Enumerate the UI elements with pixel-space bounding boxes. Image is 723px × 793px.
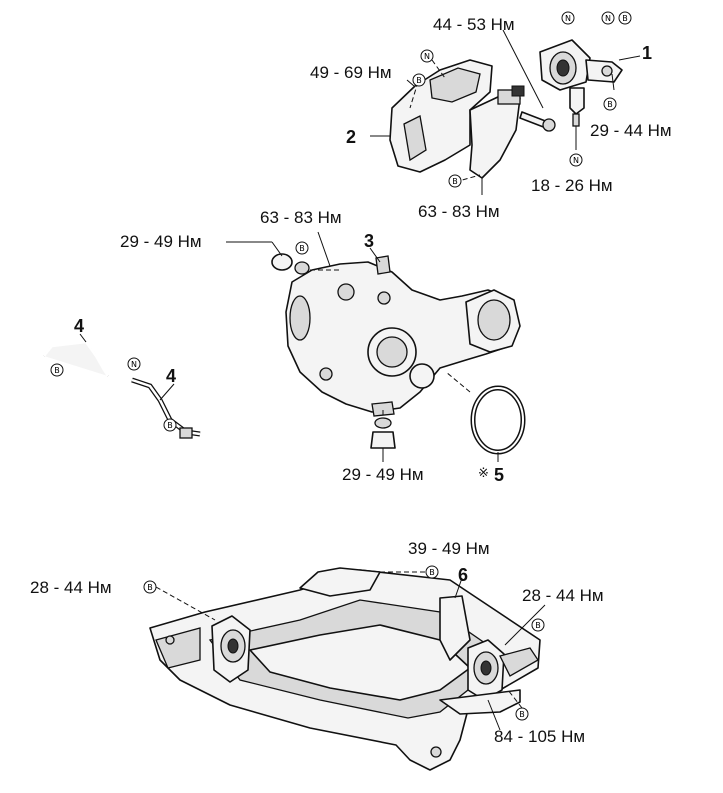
torque-label-29-44: 29 - 44 Нм [590, 121, 672, 140]
badge-b-top-right: B [618, 11, 632, 25]
badge-b-text: B [535, 621, 541, 630]
torque-label-29-49-fill: 29 - 49 Нм [120, 232, 202, 251]
badge-b-mount-lower: B [603, 97, 617, 111]
badge-b-bracket-bottom: B [448, 174, 462, 188]
torque-label-28-44-right: 28 - 44 Нм [522, 586, 604, 605]
badge-b-text: B [607, 100, 613, 109]
front-subframe [149, 567, 541, 771]
torque-label-39-49: 39 - 49 Нм [408, 539, 490, 558]
badge-b-text: B [54, 366, 60, 375]
engine-mount-bushing [539, 39, 623, 150]
badge-b-tube-right: B [163, 418, 177, 432]
part-number-5: 5 [494, 465, 505, 485]
badge-b-text: B [299, 244, 305, 253]
badge-b-subframe-left: B [143, 580, 157, 594]
badge-b-text: B [147, 583, 153, 592]
badge-b-subframe-center: B [425, 565, 439, 579]
torque-label-44-53: 44 - 53 Нм [433, 15, 515, 34]
badge-n-text: N [565, 14, 571, 23]
part-number-4-right: 4 [166, 366, 177, 386]
transaxle-assembly [271, 253, 521, 449]
badge-b-text: B [452, 177, 458, 186]
badge-n-top-left: N [561, 11, 575, 25]
badge-n-mount-bottom: N [569, 153, 583, 167]
badge-b-text: B [416, 76, 422, 85]
breather-tube-left [43, 340, 110, 377]
torque-label-63-83-bracket: 63 - 83 Нм [418, 202, 500, 221]
badge-b-subframe-right: B [531, 618, 545, 632]
badge-n-tube-right: N [127, 357, 141, 371]
part-number-3: 3 [364, 231, 375, 251]
badge-n-text: N [573, 156, 579, 165]
torque-label-63-83-transaxle: 63 - 83 Нм [260, 208, 342, 227]
torque-label-18-26: 18 - 26 Нм [531, 176, 613, 195]
badge-n-text: N [131, 360, 137, 369]
badge-b-fill-plug: B [295, 241, 309, 255]
badge-n-bracket-top: N [420, 49, 434, 63]
torque-label-49-69: 49 - 69 Нм [310, 63, 392, 82]
leader-lines [79, 29, 641, 731]
badge-n-top-right: N [601, 11, 615, 25]
badge-b-tube-left: B [50, 363, 64, 377]
torque-label-29-49-drain: 29 - 49 Нм [342, 465, 424, 484]
badge-b-bracket-left: B [412, 73, 426, 87]
part-number-4-left: 4 [74, 316, 85, 336]
torque-label-84-105: 84 - 105 Нм [494, 727, 586, 746]
badge-n-text: N [605, 14, 611, 23]
badge-b-text: B [167, 421, 173, 430]
asterisk-symbol: ※ [478, 465, 489, 480]
badge-n-text: N [424, 52, 430, 61]
part-number-1: 1 [642, 43, 653, 63]
badge-b-text: B [519, 710, 525, 719]
badge-b-subframe-bottom: B [515, 707, 529, 721]
badge-b-text: B [622, 14, 628, 23]
torque-label-28-44-left: 28 - 44 Нм [30, 578, 112, 597]
transmission-mount-bracket [389, 59, 556, 183]
breather-tube-right [131, 377, 201, 439]
part-number-2: 2 [346, 127, 357, 147]
o-ring [445, 371, 526, 455]
badge-b-text: B [429, 568, 435, 577]
part-number-6: 6 [458, 565, 469, 585]
